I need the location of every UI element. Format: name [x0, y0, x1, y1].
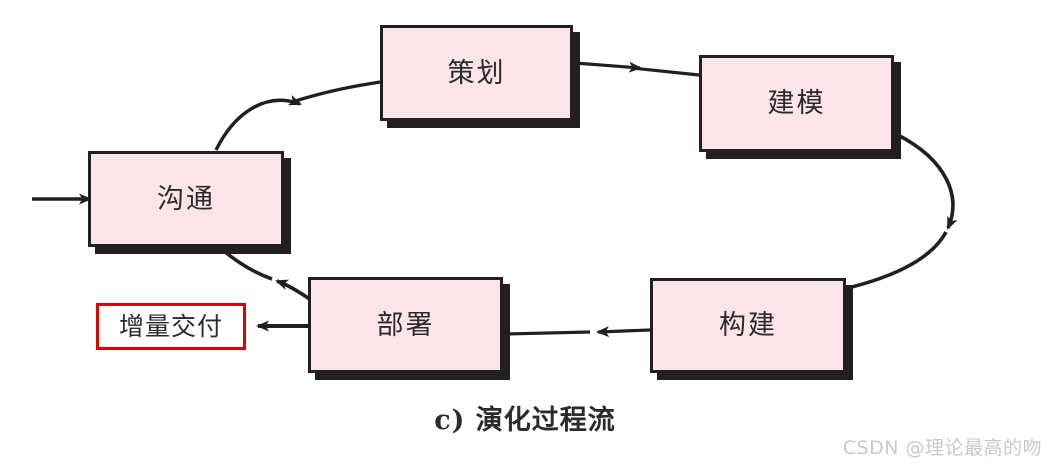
csdn-watermark: CSDN @理论最高的吻: [842, 437, 1042, 459]
node-deployment-label: 部署: [376, 309, 435, 341]
node-communication[interactable]: 沟通: [88, 151, 284, 247]
edge-planning-to-modeling: [574, 61, 700, 77]
node-deployment[interactable]: 部署: [308, 277, 503, 373]
edge-deployment-to-communication: [216, 244, 313, 302]
node-construction-label: 构建: [719, 310, 777, 341]
node-increment-delivery[interactable]: 增量交付: [96, 303, 246, 350]
edge-modeling-to-construction: [847, 133, 958, 290]
node-modeling[interactable]: 建模: [699, 55, 894, 152]
node-communication-label: 沟通: [157, 183, 215, 215]
diagram-caption: c) 演化过程流: [434, 405, 616, 436]
edge-communication-to-planning: [214, 80, 381, 151]
node-planning-label: 策划: [447, 57, 506, 89]
node-planning[interactable]: 策划: [380, 25, 573, 121]
node-construction[interactable]: 构建: [650, 278, 846, 373]
node-increment-delivery-label: 增量交付: [118, 312, 223, 341]
edge-construction-to-deployment: [504, 326, 651, 338]
node-modeling-label: 建模: [767, 88, 826, 119]
